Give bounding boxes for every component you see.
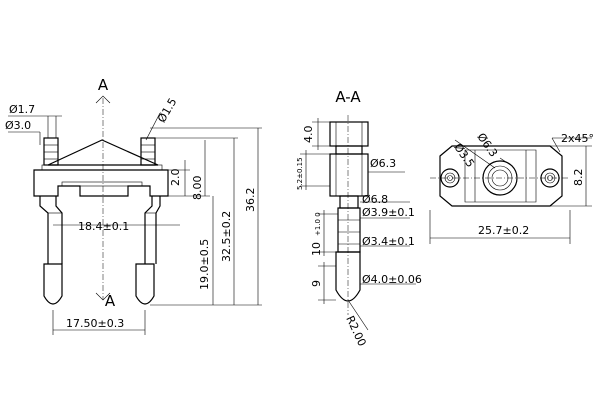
dim-d6-8: Ø6.8 — [362, 193, 388, 206]
dim-d3-4: Ø3.4±0.1 — [362, 235, 415, 248]
dim-d3-5: Ø3.5 — [451, 141, 477, 170]
dim-d6-3-side: Ø6.3 — [370, 157, 396, 170]
dim-h2-0: 2.0 — [169, 169, 182, 187]
dim-h8-00: 8.00 — [191, 176, 204, 201]
dim-h9: 9 — [310, 280, 323, 287]
section-title: A-A — [335, 88, 361, 106]
dim-h32-5: 32.5±0.2 — [220, 211, 233, 262]
section-a-bottom-label: A — [105, 292, 116, 310]
dim-h4-0: 4.0 — [302, 126, 315, 144]
dim-chamfer: 2x45° — [561, 132, 594, 145]
dim-d1-5: Ø1.5 — [155, 96, 179, 125]
dim-h19-0: 19.0±0.5 — [198, 239, 211, 290]
dim-w25-7: 25.7±0.2 — [478, 224, 529, 237]
section-a-top-label: A — [98, 76, 109, 94]
dim-d3-0: Ø3.0 — [5, 119, 31, 132]
dim-h5-2: 5.2±0.15 — [296, 157, 304, 190]
dim-h10-tol: +1.0 0 — [314, 212, 322, 236]
dim-w18-4: 18.4±0.1 — [78, 220, 129, 233]
dim-d4-0: Ø4.0±0.06 — [362, 273, 422, 286]
dim-r2-00: R2.00 — [343, 314, 368, 349]
dim-h10: 10 — [310, 242, 323, 256]
top-view: Ø3.5 Ø6.3 2x45° 8.2 25.7±0.2 — [429, 131, 594, 244]
dim-d3-9: Ø3.9±0.1 — [362, 206, 415, 219]
dim-h8-2: 8.2 — [572, 169, 585, 187]
dim-d1-7: Ø1.7 — [9, 103, 35, 116]
dim-d6-3-top: Ø6.3 — [474, 131, 500, 160]
section-a-a-view: A-A 4.0 5.2±0.15 10 +1.0 0 — [296, 88, 422, 348]
dim-w17-50: 17.50±0.3 — [66, 317, 124, 330]
front-view: A A Ø1.7 Ø3.0 — [5, 76, 262, 335]
dim-h36-2: 36.2 — [244, 188, 257, 213]
